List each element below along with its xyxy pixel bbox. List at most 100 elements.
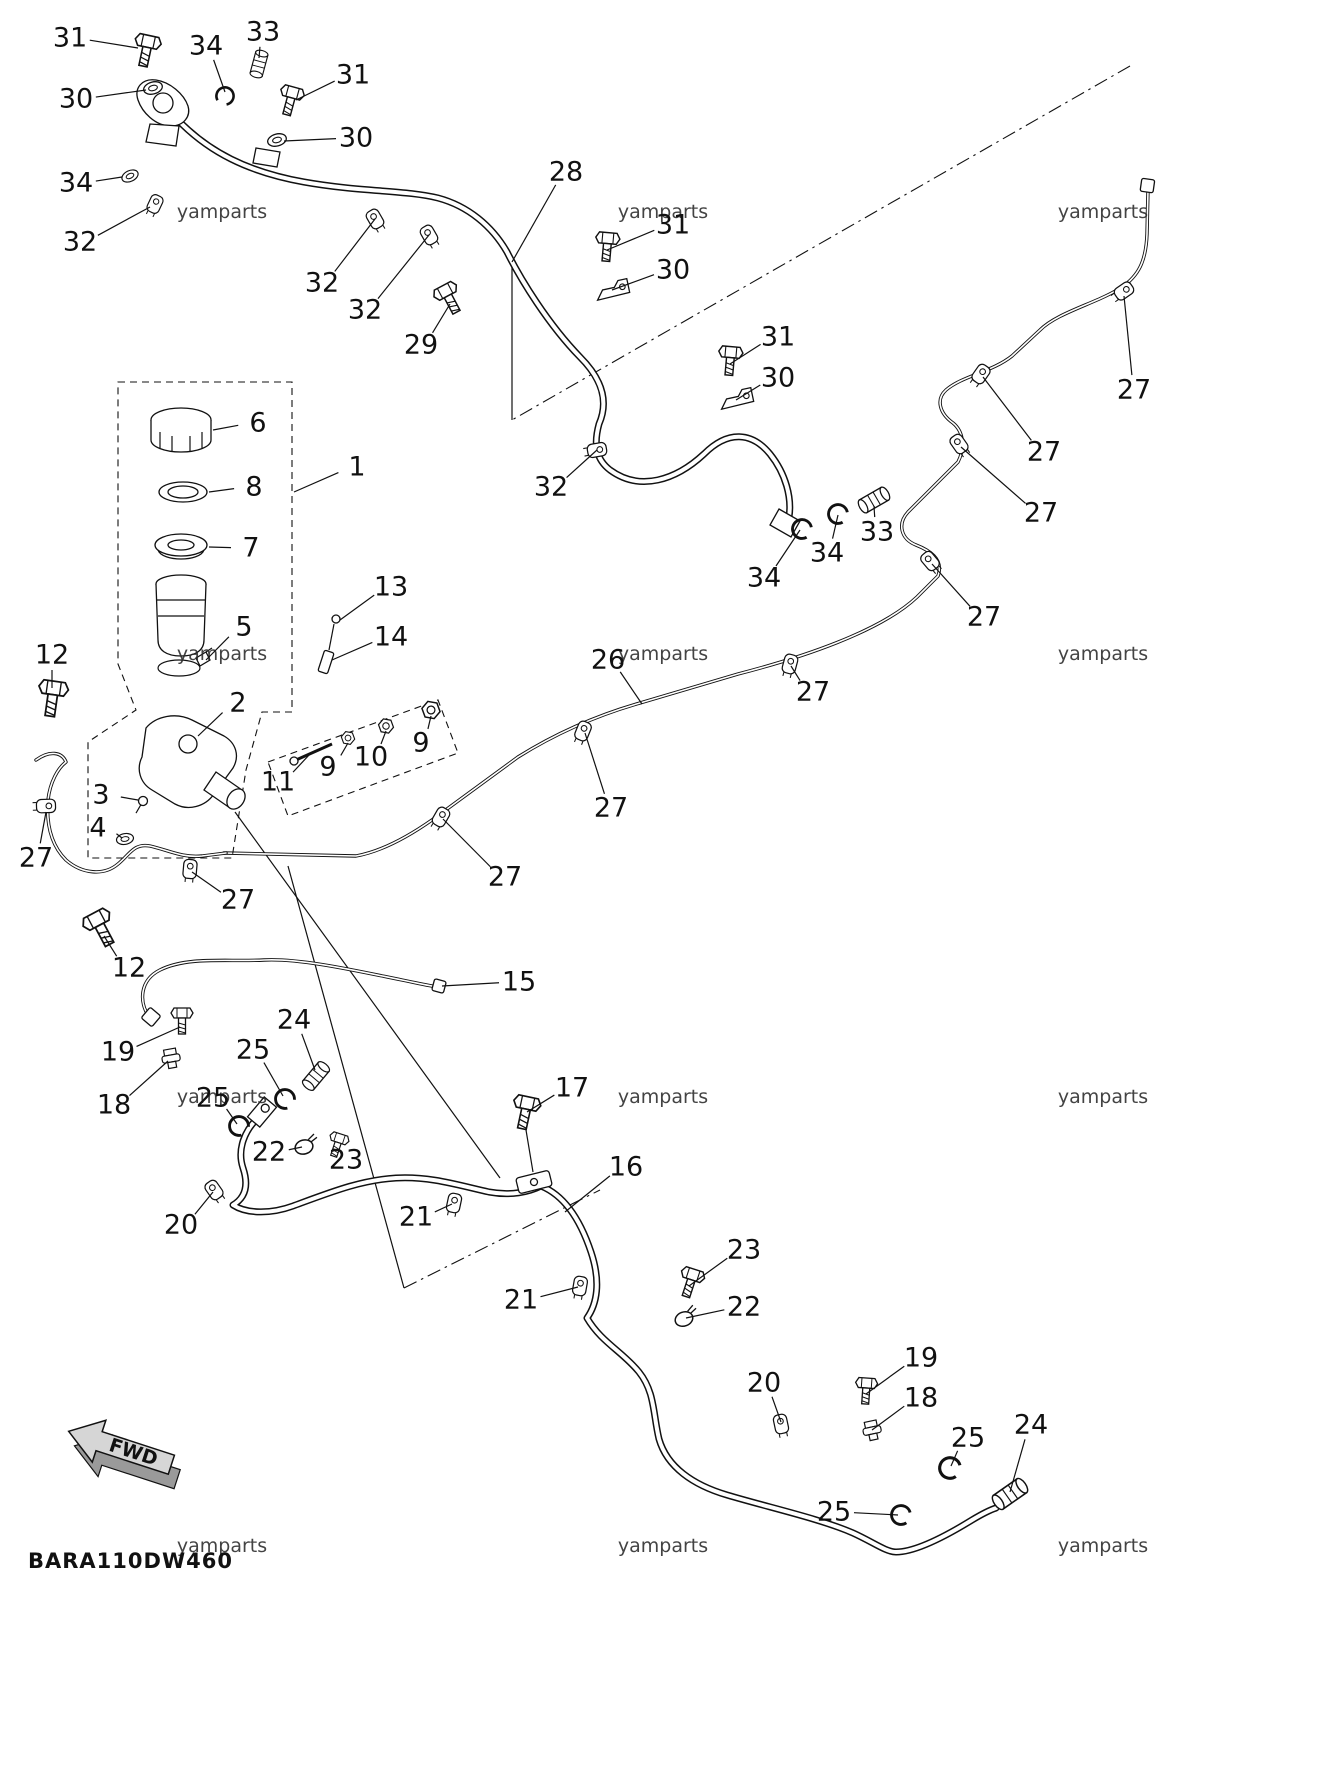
- callout-leader: [584, 732, 606, 795]
- callout-label: 25: [196, 1083, 230, 1114]
- callout-leader: [982, 376, 1032, 441]
- callout-label: 21: [504, 1285, 538, 1316]
- callout-leader: [208, 488, 235, 493]
- callout-leader: [226, 1108, 238, 1125]
- callout-leader: [566, 449, 598, 479]
- callout-leader: [606, 229, 655, 251]
- callout-leader: [208, 546, 232, 549]
- callout-label: 14: [374, 622, 408, 653]
- callout-label: 28: [549, 157, 583, 188]
- clip-20b: [771, 1412, 791, 1440]
- callout-leader: [611, 274, 655, 291]
- ring-34b: [212, 83, 238, 108]
- callout-leader: [288, 1146, 303, 1151]
- callout-label: 32: [534, 472, 568, 503]
- clip-27i: [31, 798, 57, 814]
- clip-27f: [571, 719, 594, 747]
- callout-leader: [129, 1060, 169, 1096]
- callout-label: 10: [354, 742, 388, 773]
- callout-label: 18: [97, 1090, 131, 1121]
- callout-label: 27: [1027, 437, 1061, 468]
- gasket-25c: [935, 1453, 963, 1483]
- callout-label: 25: [951, 1423, 985, 1454]
- watermark-text: yamparts: [1058, 201, 1148, 223]
- callout-label: 8: [245, 472, 262, 503]
- bolt-31a: [129, 32, 164, 70]
- callout-label: 2: [229, 688, 246, 719]
- callout-leader: [790, 665, 801, 681]
- callout-label: 27: [221, 885, 255, 916]
- callout-leader: [442, 818, 491, 868]
- grommet-18a: [159, 1046, 183, 1071]
- callout-label: 32: [348, 295, 382, 326]
- callout-label: 7: [242, 533, 259, 564]
- watermark-layer: yamparts yamparts yamparts yamparts yamparts…: [177, 201, 1148, 1557]
- watermark-text: yamparts: [1058, 1535, 1148, 1557]
- callout-leader: [380, 730, 387, 745]
- callout-leader: [283, 138, 337, 142]
- reservoir-body: [155, 574, 207, 657]
- fwd-arrow: FWD: [67, 1419, 182, 1490]
- callout-label: 33: [860, 517, 894, 548]
- clamp-22a: [291, 1132, 322, 1157]
- banjo-fitting-lower: [246, 1095, 278, 1129]
- pipe15-end: [431, 978, 447, 994]
- callout-label: 24: [277, 1005, 311, 1036]
- callout-label: 22: [727, 1292, 761, 1323]
- callout-label: 20: [747, 1368, 781, 1399]
- callout-label: 9: [412, 728, 429, 759]
- callout-leader: [873, 505, 876, 518]
- bolt-19b: [853, 1376, 879, 1406]
- callout-label: 6: [249, 408, 266, 439]
- callout-leader: [191, 871, 222, 893]
- bolt-29: [430, 279, 469, 319]
- callout-leader: [771, 1396, 782, 1423]
- callout-label: 27: [796, 677, 830, 708]
- clip-27h: [181, 858, 199, 884]
- callout-label: 12: [112, 953, 146, 984]
- callout-label: 29: [404, 330, 438, 361]
- watermark-text: yamparts: [1058, 643, 1148, 665]
- callout-leader: [831, 514, 839, 539]
- callout-leader: [97, 206, 151, 236]
- callout-leader: [95, 176, 123, 182]
- bolt-12b: [79, 905, 124, 953]
- callout-label: 25: [817, 1497, 851, 1528]
- watermark-text: yamparts: [618, 201, 708, 223]
- clamp-32d: [582, 441, 609, 460]
- callout-label: 1: [348, 452, 365, 483]
- callout-leader: [511, 184, 557, 263]
- callout-leader: [263, 1062, 284, 1097]
- bolt-11: [295, 742, 333, 762]
- callout-leader: [103, 935, 118, 957]
- callout-leader: [931, 563, 971, 607]
- callout-leader: [258, 46, 261, 59]
- washer-30b: [265, 131, 289, 149]
- callout-label: 30: [339, 123, 373, 154]
- callout-label: 30: [59, 84, 93, 115]
- callout-leader: [1009, 1439, 1026, 1493]
- callout-label: 16: [609, 1152, 643, 1183]
- bleeder-screw: [135, 795, 149, 814]
- watermark-text: yamparts: [177, 201, 267, 223]
- callout-leader: [685, 1309, 725, 1319]
- callout-leader: [950, 1450, 959, 1467]
- clamp-32b: [363, 206, 389, 235]
- callout-leader: [89, 39, 139, 49]
- hose-clamp-5: [157, 647, 213, 677]
- bolt-17: [507, 1093, 543, 1133]
- fasteners-and-fittings: [31, 32, 1156, 1528]
- diagram-code: BARA110DW460: [28, 1549, 233, 1573]
- callout-leader: [434, 1203, 453, 1213]
- watermark-text: yamparts: [177, 1086, 267, 1108]
- bolt-31b: [274, 83, 307, 119]
- callout-leader: [619, 671, 643, 705]
- clamp-32c: [417, 222, 443, 251]
- grommet-18b: [860, 1418, 884, 1443]
- brake-lines: [34, 118, 1150, 1552]
- callout-leader: [136, 1026, 181, 1047]
- watermark-text: yamparts: [1058, 1086, 1148, 1108]
- callout-label: 15: [502, 967, 536, 998]
- hose-joint-16: [515, 1170, 553, 1194]
- callout-label: 11: [261, 767, 295, 798]
